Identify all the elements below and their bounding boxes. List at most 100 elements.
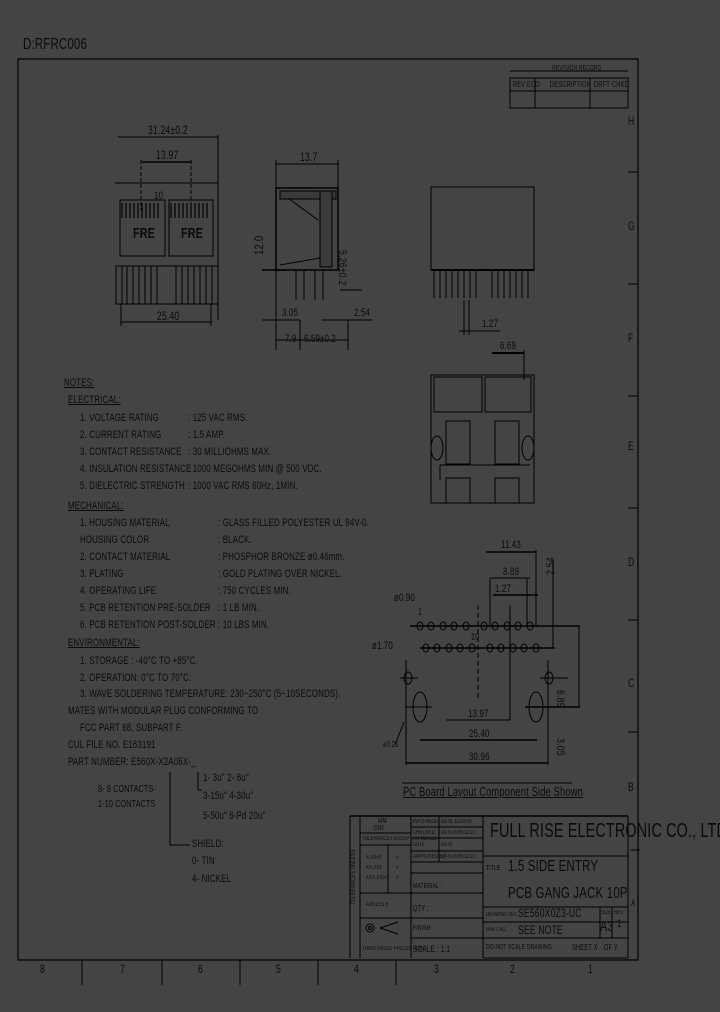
col-number-1: 1 [588,962,593,976]
contacts-option-8: 8- 8 CONTACTS- [98,784,156,795]
approval-role-1: INFO MADE [413,819,439,825]
dim-6-89: 6.89 [554,690,566,708]
angles: ANGLES ± [366,902,389,908]
approval-date-2: DATE2005/11/22 [441,830,476,836]
pin-label-1: 1 [418,607,423,618]
mech-item-6-label: 6. PCB RETENTION POST-SOLDER [80,619,216,631]
env-item-1: 1. STORAGE : -40°C TO +85°C. [80,655,199,667]
elec-item-4-value: : 1000 MEGOHMS MIN @ 500 VDC. [188,463,322,475]
dim-height: 12.0 [252,235,266,255]
dim-pin-span: 25.40 [157,309,180,323]
elec-item-1-label: 1. VOLTAGE RATING [80,412,160,424]
rev-col-description: DESCRIPTION [550,80,591,89]
mech-item-2-label: 2. CONTACT MATERIAL [80,551,171,563]
contacts-option-10: 1-10 CONTACTS [98,799,156,810]
dim-pin-offset-b: 2.54 [354,307,370,319]
row-letter-e: E [628,439,634,453]
size-value: A3 [600,918,614,935]
pin-label-10: 10 [471,632,480,643]
rev-value: 1 [617,918,622,930]
mech-item-1b-label: HOUSING COLOR [80,534,150,546]
rev-col-chkd: CHKD [612,80,629,89]
plating-options-row-3: 5-50u" 6-Pd 20u" [203,810,266,822]
do-not-scale-note: DO NOT SCALE DRAWING [486,944,552,951]
approval-date-3: DATE [441,842,453,848]
row-letter-f: F [628,331,634,345]
row-letter-d: D [628,555,635,569]
tolerance-row-2: XX.XX± [366,865,382,871]
rev-letter: A [631,898,636,908]
dim-port-width: 13.97 [156,148,179,162]
title-line-2: PCB GANG JACK 10P [508,885,628,902]
mechanical-heading: MECHANICAL: [68,500,124,512]
tolerance-row-3-val: ± [396,875,399,881]
shield-option-tin: 0- TIN [192,855,215,867]
tolerance-row-2-val: ± [396,865,399,871]
dim-8-89: 8.89 [503,566,519,578]
environmental-heading: ENVIRONMENTAL: [68,637,140,649]
elec-item-5-value: : 1000 VAC RMS 60Hz, 1MIN. [188,480,298,492]
mech-item-4-label: 4. OPERATING LIFE [80,585,157,597]
notes-title: NOTES: [64,377,95,389]
tolerance-unit: MM [378,818,387,825]
mech-item-2-value: : PHOSPHOR BRONZE ø0.46mm. [218,551,345,563]
part-no-label: PART NO. [486,927,508,933]
mech-item-5-label: 5. PCB RETENTION PRE-SOLDER [80,602,211,614]
rev-col-drft: DRFT [594,80,610,89]
dim-tab-10: 10 [154,190,164,202]
sheet-of: OF Y [604,943,618,952]
dim-11-43: 11.43 [501,539,521,551]
dim-pin-offset-a: 3.05 [282,307,298,319]
mech-item-6-value: : 10 LBS MIN. [218,619,270,631]
col-number-7: 7 [120,962,125,976]
ul-file-number: CUL FILE NO. E163191 [68,739,156,751]
sheet-label: SHEET X [572,943,598,952]
mech-item-1b-value: : BLACK. [218,534,252,546]
plating-options-row-1: 1- 3u" 2- 6u" [203,772,249,784]
drawing-no-label: DRAWING NO. [486,912,518,918]
mates-line-2: FCC PART 68, SUBPART F. [80,722,183,734]
shield-title: SHIELD: [192,838,224,850]
row-letter-b: B [628,780,634,794]
dim-1-27: 1.27 [495,583,511,595]
dim-offset: 6.69 [500,340,516,352]
mech-item-3-value: : GOLD PLATING OVER NICKEL. [218,568,342,580]
scale-label: SCALE : 1:1 [413,944,451,954]
elec-item-4-label: 4. INSULATION RESISTANCE [80,463,192,475]
elec-item-5-label: 5. DIELECTRIC STRENGTH [80,480,185,492]
revision-record-title: REVISION RECORD [552,65,602,72]
approval-role-2: CHECKED [413,830,436,836]
dim-13-97: 13.97 [468,708,489,720]
rev-col-rev: REV ECO [513,80,540,89]
title-line-1: 1.5 SIDE ENTRY [508,858,599,875]
tolerance-note: TOLERANCES EXCEPT AS NOTED [362,836,437,842]
dim-2-54: 2.54 [545,557,557,575]
col-number-5: 5 [276,962,281,976]
dim-overall-width: 31.24±0.2 [148,123,188,137]
mech-item-4-value: : 750 CYCLES MIN. [218,585,291,597]
row-letter-h: H [628,114,635,128]
pcb-layout-caption: PC Board Layout Component Side Shown [403,784,584,799]
dim-25-40: 25.40 [469,728,490,740]
elec-item-3-label: 3. CONTACT RESISTANCE [80,446,182,458]
finish-label: FINISH : [413,925,434,932]
dim-depth: 13.7 [300,150,318,164]
dim-3-05: 3.05 [554,738,566,756]
elec-item-2-label: 2. CURRENT RATING [80,429,162,441]
logo-fre-right: FRE [181,225,204,242]
title-label: TITLE [486,865,501,872]
dim-hole-small: ø0.90 [394,592,415,604]
mech-item-1-label: 1. HOUSING MATERIAL [80,517,170,529]
col-number-4: 4 [354,962,359,976]
drawing-no: SE560X0Z3-UC [518,906,582,920]
dim-3-25: ø3.25 [383,740,399,749]
electrical-heading: ELECTRICAL: [68,394,121,406]
rev-label: REV [614,910,624,916]
approval-role-4: APPROVED BY [413,854,446,860]
elec-item-2-value: : 1.5 AMP. [188,429,225,441]
part-number: PART NUMBER: E560X-X2A06X-_ [68,756,196,768]
mech-item-3-label: 3. PLATING [80,568,124,580]
elec-item-3-value: : 30 MILLIOHMS MAX. [188,446,272,458]
tolerance-range: DIM [374,825,384,832]
col-number-8: 8 [40,962,45,976]
